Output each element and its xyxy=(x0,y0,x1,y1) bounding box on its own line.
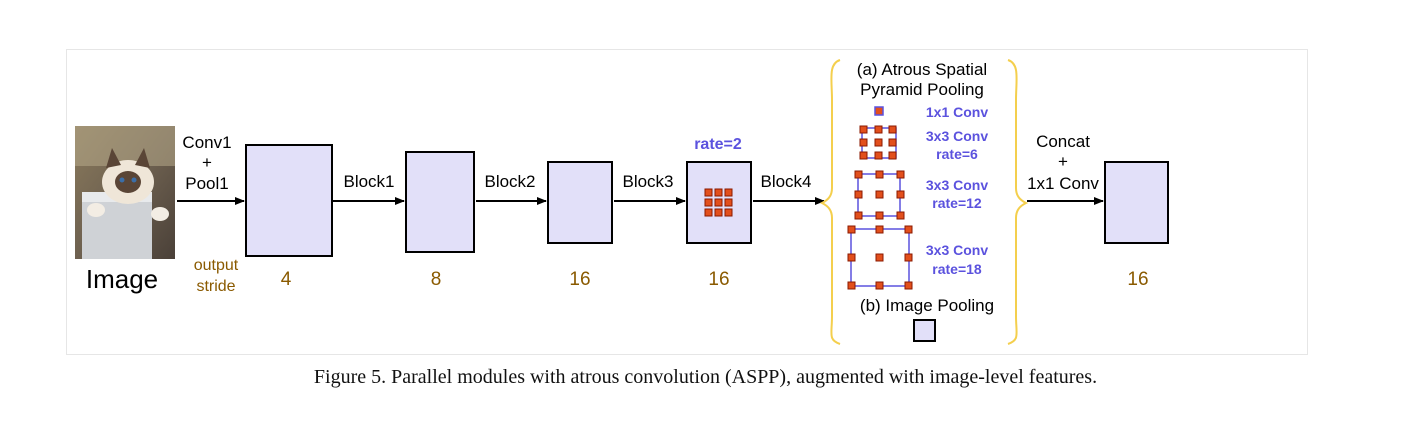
aspp-title-line1: (a) Atrous Spatial xyxy=(857,60,987,79)
block1-label: Block1 xyxy=(343,172,394,191)
brace-right xyxy=(1007,59,1029,345)
figure-frame xyxy=(66,49,1308,355)
kernel-3x3-rate-12 xyxy=(854,170,905,220)
stride-value: 4 xyxy=(281,269,292,290)
stride-value: 16 xyxy=(569,269,590,290)
image-pooling-feature xyxy=(913,319,936,342)
aspp-diagram: Image Conv1 + Pool1 output stride Block1… xyxy=(75,59,1169,345)
figure-caption: Figure 5. Parallel modules with atrous c… xyxy=(313,366,1098,388)
atrous-kernel-rate-2 xyxy=(704,188,733,217)
branch-rate: rate=6 xyxy=(936,146,978,162)
stem-label-line1: Conv1 xyxy=(182,133,231,152)
stride-value: 16 xyxy=(708,269,729,290)
branch-label: 3x3 Conv xyxy=(926,177,988,193)
branch-label: 3x3 Conv xyxy=(926,128,988,144)
stride-value: 8 xyxy=(431,269,442,290)
input-label: Image xyxy=(86,264,158,294)
kernel-3x3-rate-18 xyxy=(847,225,913,290)
block3-label: Block3 xyxy=(622,172,673,191)
feature-map-output xyxy=(1104,161,1169,244)
block4-label: Block4 xyxy=(760,172,811,191)
concat-label-line1: Concat xyxy=(1036,132,1090,151)
rate-label: rate=2 xyxy=(694,136,742,153)
aspp-title-line2: Pyramid Pooling xyxy=(860,80,984,99)
output-stride-label-line1: output xyxy=(194,257,239,274)
feature-map-stride-8 xyxy=(405,151,475,253)
concat-label-line3: 1x1 Conv xyxy=(1027,174,1099,193)
stem-label-line2: + xyxy=(202,153,212,172)
concat-label-line2: + xyxy=(1058,152,1068,171)
branch-label: 1x1 Conv xyxy=(926,104,988,120)
branch-rate: rate=18 xyxy=(932,261,982,277)
feature-map-stride-16 xyxy=(547,161,613,244)
kernel-3x3-rate-6 xyxy=(859,125,897,160)
branch-label: 3x3 Conv xyxy=(926,242,988,258)
feature-map-stride-4 xyxy=(245,144,333,257)
stem-label-line3: Pool1 xyxy=(185,174,228,193)
image-pooling-label: (b) Image Pooling xyxy=(860,296,994,315)
stride-value: 16 xyxy=(1127,269,1148,290)
kernel-1x1 xyxy=(874,106,884,116)
branch-rate: rate=12 xyxy=(932,195,982,211)
brace-left xyxy=(819,59,841,345)
input-image xyxy=(75,126,175,259)
block2-label: Block2 xyxy=(484,172,535,191)
output-stride-label-line2: stride xyxy=(196,278,235,295)
